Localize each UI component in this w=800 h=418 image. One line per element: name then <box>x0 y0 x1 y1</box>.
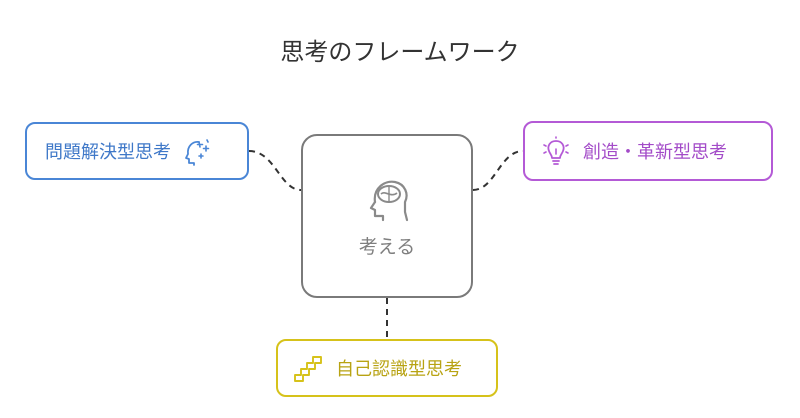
node-problem-solving: 問題解決型思考 <box>25 122 249 180</box>
lightbulb-icon <box>541 136 571 166</box>
head-sparkle-icon <box>183 136 213 166</box>
node-label: 問題解決型思考 <box>45 142 171 163</box>
center-label: 考える <box>358 236 416 258</box>
diagram-title: 思考のフレームワーク <box>280 38 520 66</box>
connector-right <box>472 150 524 191</box>
node-creative-innovation: 創造・革新型思考 <box>523 121 773 181</box>
node-self-awareness: 自己認識型思考 <box>276 339 498 397</box>
connector-left <box>248 150 302 191</box>
node-label: 創造・革新型思考 <box>583 142 727 163</box>
steps-icon <box>292 353 324 383</box>
brain-head-icon <box>365 176 413 224</box>
node-label: 自己認識型思考 <box>336 359 462 380</box>
center-node: 考える <box>301 134 473 298</box>
